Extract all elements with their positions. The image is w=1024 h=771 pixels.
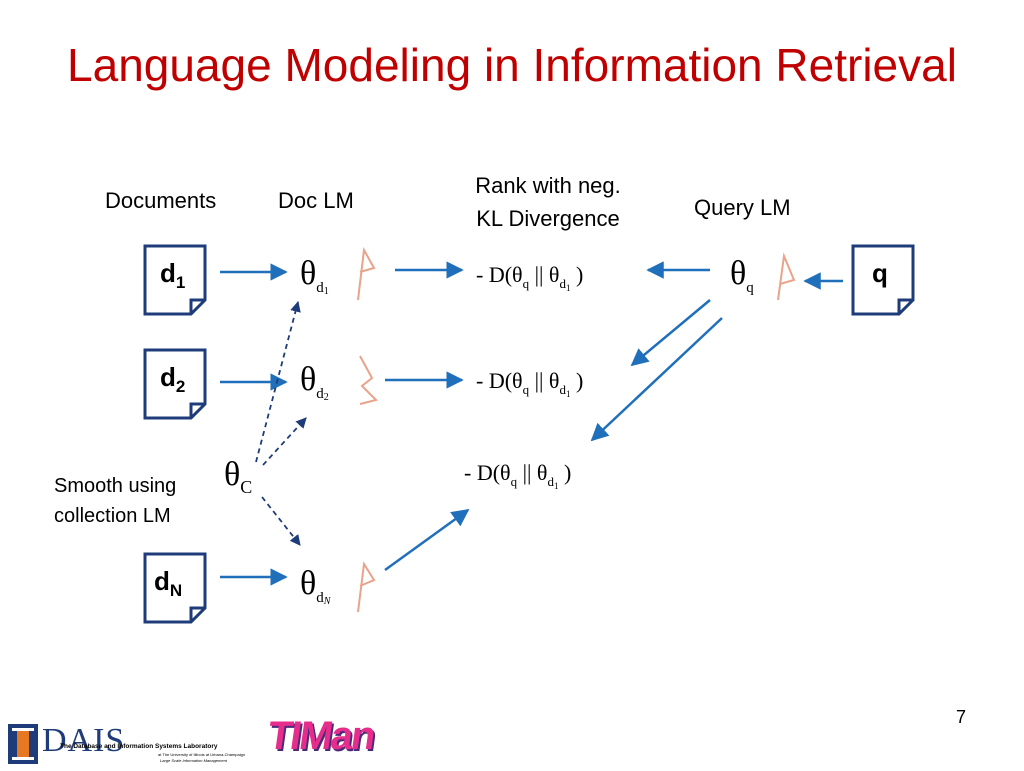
query-model: θq	[730, 255, 754, 296]
query-lm-header: Query LM	[694, 195, 791, 220]
rank-header-line1: Rank with neg.	[475, 173, 621, 198]
doc-model-d2: θd2	[300, 361, 329, 403]
arrow-query-model-to-kl3	[590, 317, 723, 442]
document-dn-label: dN	[154, 566, 183, 601]
kl-score-2: - D(θq || θd1 )	[476, 368, 584, 399]
dashed-arrow-collection-to-dn	[261, 496, 301, 546]
dashed-arrow-collection-to-d2	[262, 417, 307, 466]
distribution-curve-dn	[357, 561, 376, 613]
rank-header-line2: KL Divergence	[476, 206, 620, 231]
document-d1-label: d1	[160, 258, 186, 293]
doc-model-dn: θdN	[300, 565, 331, 607]
distribution-curve-d1	[357, 246, 376, 301]
timan-logo: TIMan	[265, 714, 377, 764]
collection-model: θC	[224, 456, 253, 497]
dais-lab-name: The Database and Information Systems Lab…	[60, 743, 218, 750]
page-number: 7	[955, 707, 966, 727]
query-doc-label: q	[872, 258, 888, 288]
doc-lm-header: Doc LM	[278, 188, 354, 213]
dashed-arrow-collection-to-d1	[255, 300, 301, 463]
arrow-modeln-to-kl	[384, 508, 470, 572]
document-icon-d1	[143, 244, 207, 316]
dais-logo-letters: DAIS	[42, 722, 126, 759]
smoothing-label-line2: collection LM	[54, 505, 171, 527]
arrow-query-model-to-kl2	[630, 299, 711, 367]
doc-model-d1: θd1	[300, 255, 329, 297]
document-icon-q	[851, 244, 915, 316]
dais-logo: DAIS The Database and Information System…	[8, 722, 268, 766]
document-icon-dn	[143, 552, 207, 624]
distribution-curve-d2	[359, 355, 378, 405]
dais-lab-sub2: Large Scale Information Management	[160, 758, 227, 763]
document-icon-d2	[143, 348, 207, 420]
documents-header: Documents	[105, 188, 217, 213]
dais-lab-sub1: at The University of Illinois at Urbana-…	[158, 752, 246, 757]
kl-score-1: - D(θq || θd1 )	[476, 262, 584, 293]
smoothing-label-line1: Smooth using	[54, 475, 177, 497]
kl-score-3: - D(θq || θd1 )	[464, 460, 572, 491]
document-d2-label: d2	[160, 362, 186, 397]
dais-logo-graphic	[8, 724, 38, 764]
timan-logo-text: TIMan	[264, 714, 377, 758]
slide-title: Language Modeling in Information Retriev…	[67, 39, 957, 91]
distribution-curve-q	[777, 252, 796, 301]
